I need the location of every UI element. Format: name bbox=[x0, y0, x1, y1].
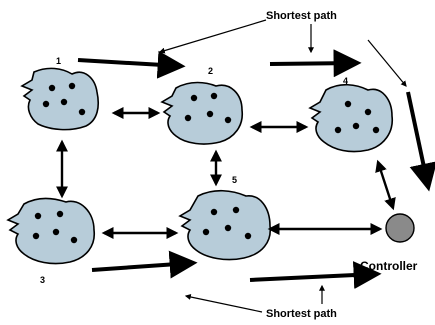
cluster-3 bbox=[6, 197, 95, 265]
cluster-3-dot bbox=[34, 212, 42, 220]
shortest-path-arrow-2-4 bbox=[269, 49, 362, 78]
cluster-4-dot bbox=[344, 100, 352, 108]
cluster-2-dot bbox=[206, 110, 214, 118]
cluster-2-dot bbox=[184, 114, 192, 122]
shortest-path-arrow-3-5 bbox=[91, 250, 198, 279]
shortest-path-label-top: Shortest path bbox=[266, 10, 337, 22]
cluster-5-dot bbox=[224, 224, 232, 232]
cluster-4-body bbox=[308, 83, 393, 153]
cluster-4-dot bbox=[352, 122, 360, 130]
cluster-4-dot bbox=[364, 108, 372, 116]
cluster-5-dot bbox=[244, 232, 252, 240]
cluster-2-dot bbox=[210, 92, 218, 100]
cluster-5-dot bbox=[202, 228, 210, 236]
cluster-1-dot bbox=[42, 100, 50, 108]
cluster-2-dot bbox=[224, 116, 232, 124]
cluster-1 bbox=[20, 67, 100, 131]
cluster-4-dot bbox=[372, 126, 380, 134]
cluster-5-dot bbox=[210, 208, 218, 216]
cluster-1-dot bbox=[60, 98, 68, 106]
shortest-path-arrow-1-2 bbox=[77, 50, 186, 79]
cluster-1-dot bbox=[48, 84, 56, 92]
node-label-1: 1 bbox=[56, 56, 61, 66]
pointer-top-left bbox=[158, 19, 267, 54]
node-label-3: 3 bbox=[40, 275, 45, 285]
node-label-4: 4 bbox=[343, 76, 348, 86]
cluster-2-dot bbox=[190, 94, 198, 102]
link-4-controller bbox=[375, 159, 396, 211]
cluster-3-body bbox=[6, 197, 95, 265]
cluster-1-dot bbox=[68, 82, 76, 90]
pointer-top-right bbox=[367, 39, 407, 87]
pointer-bottom-left bbox=[184, 294, 263, 313]
node-label-5: 5 bbox=[232, 175, 237, 185]
cluster-3-dot bbox=[70, 236, 78, 244]
node-label-2: 2 bbox=[208, 66, 213, 76]
shortest-path-arrow-to-controller bbox=[406, 91, 435, 192]
cluster-1-body bbox=[20, 67, 100, 131]
shortest-path-arrow-5-controller bbox=[249, 261, 382, 290]
cluster-4 bbox=[308, 83, 393, 153]
controller-label: Controller bbox=[360, 259, 418, 273]
cluster-2 bbox=[160, 81, 244, 145]
cluster-3-dot bbox=[56, 210, 64, 218]
cluster-5-body bbox=[178, 189, 271, 261]
controller-node bbox=[385, 213, 415, 243]
cluster-3-dot bbox=[52, 228, 60, 236]
shortest-path-label-bottom: Shortest path bbox=[266, 308, 337, 320]
cluster-3-dot bbox=[32, 232, 40, 240]
cluster-1-dot bbox=[78, 108, 86, 116]
cluster-4-dot bbox=[334, 126, 342, 134]
cluster-5-dot bbox=[232, 206, 240, 214]
cluster-2-body bbox=[160, 81, 244, 145]
cluster-5 bbox=[178, 189, 271, 261]
